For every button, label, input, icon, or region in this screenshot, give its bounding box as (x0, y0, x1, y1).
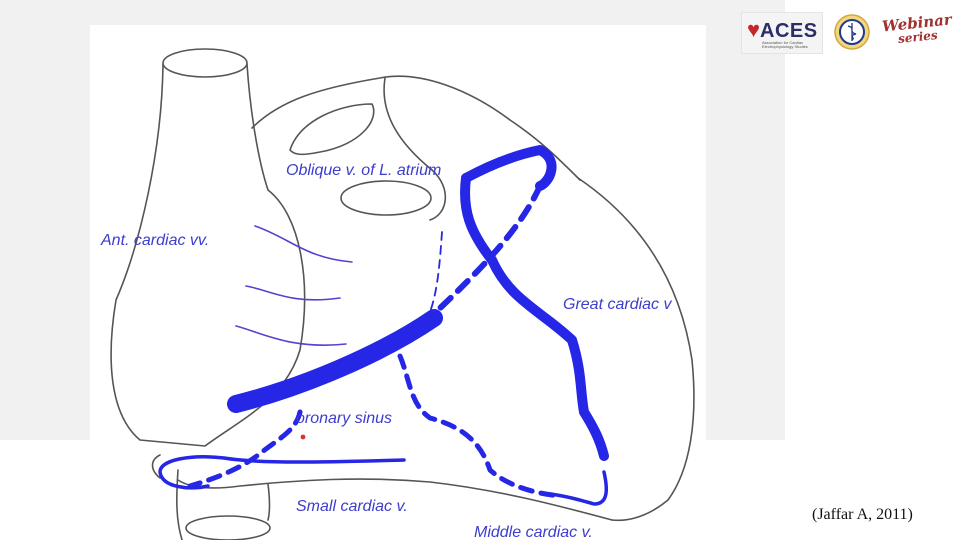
heart-outline (110, 48, 695, 540)
small-cardiac-vein (158, 455, 406, 490)
atrium-inner (383, 77, 447, 221)
citation: (Jaffar A, 2011) (812, 506, 913, 523)
coronary-sinus-vein (227, 309, 443, 413)
anterior-cardiac-veins (235, 225, 353, 346)
ant-vein-1 (254, 225, 353, 263)
lower-outline (177, 478, 613, 521)
pulmonary-side (267, 483, 271, 521)
small-cardiac-dashed (187, 409, 303, 489)
pulmonary-stump (176, 469, 183, 540)
middle-cardiac-vein-lower (548, 470, 609, 506)
label-coronary-sinus: oronary sinus (296, 410, 392, 427)
great-cardiac-dashed-link (433, 183, 543, 315)
heart-icon: ♥ (747, 17, 761, 42)
oblique-vein-dashed (429, 231, 443, 313)
diagram-panel (90, 25, 706, 540)
marker-dot (300, 434, 306, 440)
label-ant-cardiac: Ant. cardiac vv. (100, 232, 209, 249)
aces-logo-text: ACES (760, 20, 818, 42)
aorta-opening (162, 48, 248, 78)
great-cardiac-vein-upper (461, 145, 557, 191)
ant-vein-3 (235, 325, 347, 346)
label-oblique-vein: Oblique v. of L. atrium (286, 162, 441, 179)
ant-vein-2 (245, 285, 341, 301)
aces-logo-subtitle: Association for Cardiac Electrophysiolog… (762, 40, 808, 49)
lower-vein-opening (340, 180, 432, 216)
posterior-veins-dashed (187, 183, 563, 499)
major-veins (158, 145, 609, 506)
great-cardiac-vein-descending (460, 173, 609, 461)
aorta-body (110, 63, 306, 447)
label-great-cardiac: Great cardiac v (563, 296, 672, 313)
ventricle-outline (577, 177, 695, 522)
medical-seal-icon (834, 14, 870, 50)
aces-logo (741, 12, 823, 54)
upper-vein-opening (289, 103, 375, 156)
middle-cardiac-dashed (397, 353, 563, 499)
pulmonary-opening (185, 515, 271, 540)
left-lower-outline (151, 454, 161, 479)
label-middle-cardiac: Middle cardiac v. (474, 524, 593, 540)
atrium-outline (251, 75, 581, 181)
label-small-cardiac: Small cardiac v. (296, 498, 408, 515)
